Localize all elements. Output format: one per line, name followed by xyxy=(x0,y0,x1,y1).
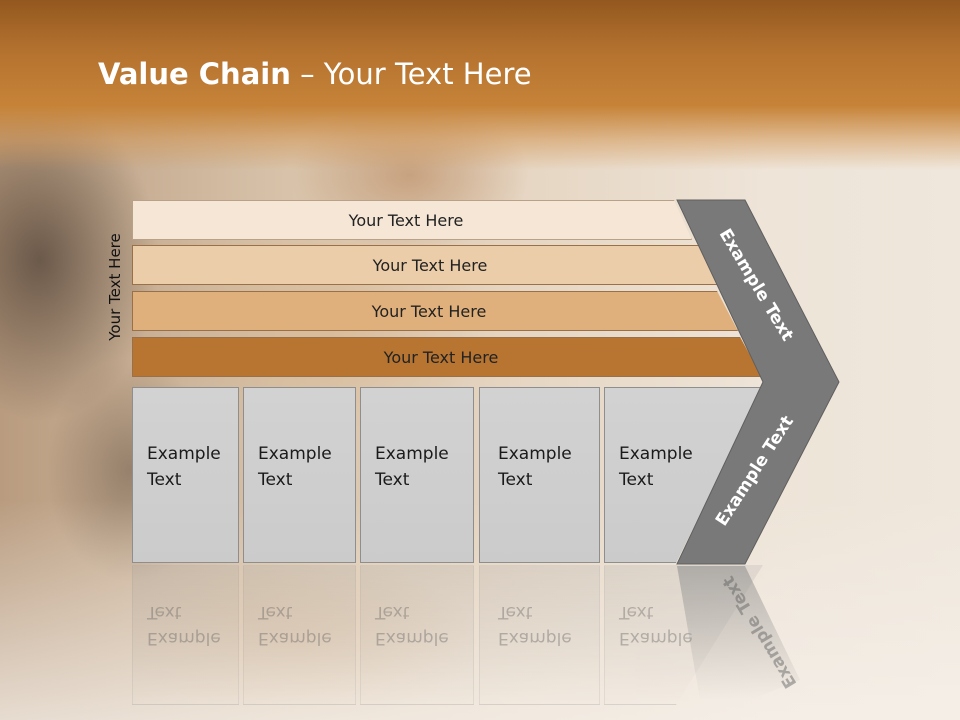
column-1-reflection-line2: Text xyxy=(147,602,182,622)
column-3-reflection: Example Text xyxy=(360,565,474,705)
bar-3[interactable]: Your Text Here xyxy=(132,291,738,331)
vertical-label-text: Your Text Here xyxy=(106,233,124,341)
title-rest: – Your Text Here xyxy=(290,57,532,91)
column-2-reflection: Example Text xyxy=(243,565,356,705)
column-1-reflection-line1: Example xyxy=(147,628,221,648)
column-2-reflection-line1: Example xyxy=(258,628,332,648)
column-4-line1: Example xyxy=(498,444,572,464)
column-4-reflection-line1: Example xyxy=(498,628,572,648)
column-4-reflection: Example Text xyxy=(479,565,600,705)
column-1-line2: Text xyxy=(147,470,182,490)
bar-4[interactable]: Your Text Here xyxy=(132,337,762,377)
column-3-reflection-line2: Text xyxy=(375,602,410,622)
header-band xyxy=(0,0,960,170)
column-3-line2: Text xyxy=(375,470,410,490)
column-4-reflection-line2: Text xyxy=(498,602,533,622)
slide-title[interactable]: Value Chain – Your Text Here xyxy=(98,54,532,94)
column-2-reflection-line2: Text xyxy=(258,602,293,622)
column-2[interactable]: Example Text xyxy=(243,387,356,563)
vertical-label[interactable]: Your Text Here xyxy=(97,222,133,352)
column-5-line1: Example xyxy=(619,444,693,464)
column-2-line1: Example xyxy=(258,444,332,464)
column-1-reflection: Example Text xyxy=(132,565,239,705)
column-1[interactable]: Example Text xyxy=(132,387,239,563)
title-bold: Value Chain xyxy=(98,57,291,91)
column-1-line1: Example xyxy=(147,444,221,464)
column-5-line2: Text xyxy=(619,470,654,490)
column-4[interactable]: Example Text xyxy=(479,387,600,563)
column-3[interactable]: Example Text xyxy=(360,387,474,563)
bar-1-label: Your Text Here xyxy=(348,210,464,230)
bar-4-label: Your Text Here xyxy=(383,347,499,367)
bar-2[interactable]: Your Text Here xyxy=(132,245,740,285)
column-3-line1: Example xyxy=(375,444,449,464)
bar-1[interactable]: Your Text Here xyxy=(132,200,692,240)
bar-2-label: Your Text Here xyxy=(372,255,488,275)
column-4-line2: Text xyxy=(498,470,533,490)
bar-3-label: Your Text Here xyxy=(371,301,487,321)
column-2-line2: Text xyxy=(258,470,293,490)
column-3-reflection-line1: Example xyxy=(375,628,449,648)
